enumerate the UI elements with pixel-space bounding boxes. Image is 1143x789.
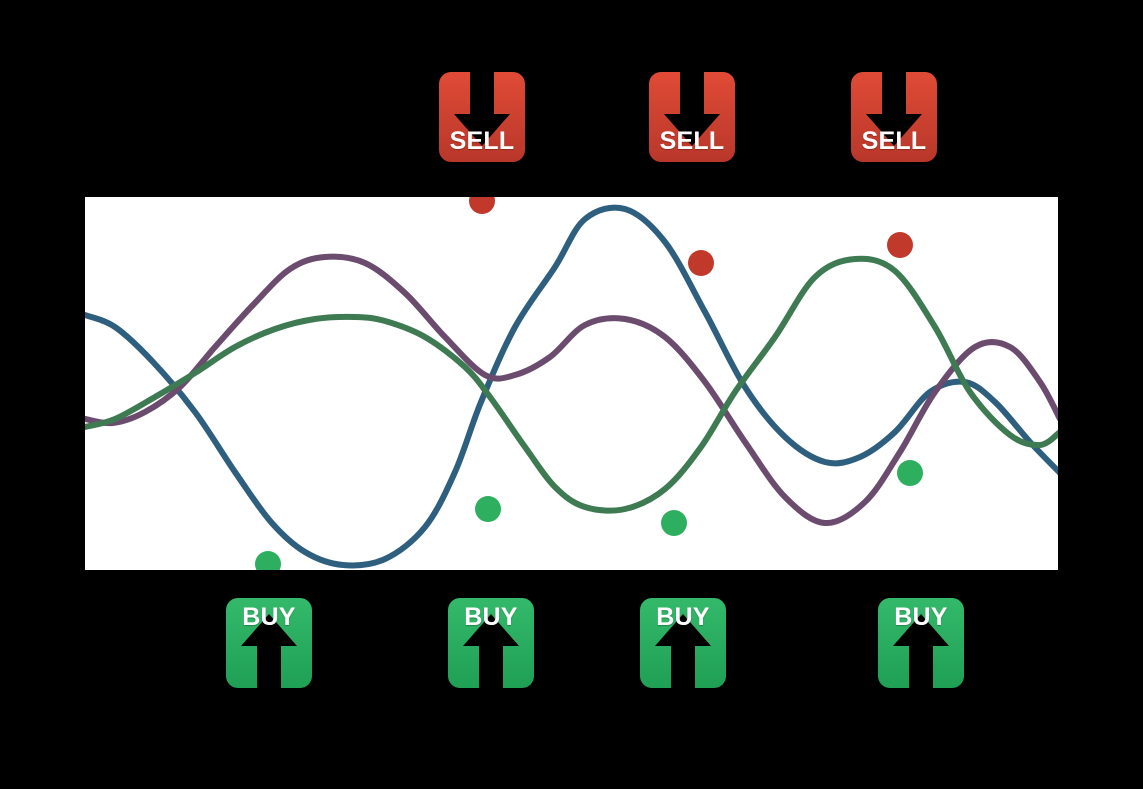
buy-badge-shape: [878, 598, 964, 688]
sell-signal-badge[interactable]: SELL: [649, 72, 735, 162]
sell-arrow-down-icon: [851, 72, 937, 162]
buy-badge-label: BUY: [464, 603, 518, 631]
sell-marker-dot[interactable]: [887, 232, 913, 258]
sell-badge-label: SELL: [659, 127, 725, 155]
buy-badge-label: BUY: [894, 603, 948, 631]
sell-badge-shape: [649, 72, 735, 162]
buy-badge-shape: [640, 598, 726, 688]
buy-signal-badge[interactable]: BUY: [640, 598, 726, 688]
buy-badge-shape: [448, 598, 534, 688]
price-chart-panel: [85, 197, 1058, 570]
sell-badge-shape: [439, 72, 525, 162]
sell-marker-dot[interactable]: [688, 250, 714, 276]
sell-arrow-down-icon: [649, 72, 735, 162]
price-line-series-blue: [85, 204, 1058, 569]
buy-signal-badge[interactable]: BUY: [878, 598, 964, 688]
sell-badge-label: SELL: [449, 127, 515, 155]
buy-marker-dot[interactable]: [255, 551, 281, 570]
sell-badge-label: SELL: [861, 127, 927, 155]
sell-signal-badge[interactable]: SELL: [439, 72, 525, 162]
sell-marker-dot[interactable]: [469, 197, 495, 214]
sell-arrow-down-icon: [439, 72, 525, 162]
price-chart-svg: [85, 197, 1058, 570]
buy-arrow-up-icon: [640, 598, 726, 688]
buy-marker-dot[interactable]: [475, 496, 501, 522]
price-line-series-purple: [85, 253, 1058, 527]
buy-signal-badge[interactable]: BUY: [226, 598, 312, 688]
buy-badge-label: BUY: [242, 603, 296, 631]
buy-signal-badge[interactable]: BUY: [448, 598, 534, 688]
buy-arrow-up-icon: [226, 598, 312, 688]
buy-badge-label: BUY: [656, 603, 710, 631]
buy-marker-dot[interactable]: [897, 460, 923, 486]
buy-arrow-up-icon: [878, 598, 964, 688]
price-line-series-green: [85, 255, 1058, 514]
buy-marker-dot[interactable]: [661, 510, 687, 536]
sell-badge-shape: [851, 72, 937, 162]
sell-signal-badge[interactable]: SELL: [851, 72, 937, 162]
buy-badge-shape: [226, 598, 312, 688]
buy-arrow-up-icon: [448, 598, 534, 688]
